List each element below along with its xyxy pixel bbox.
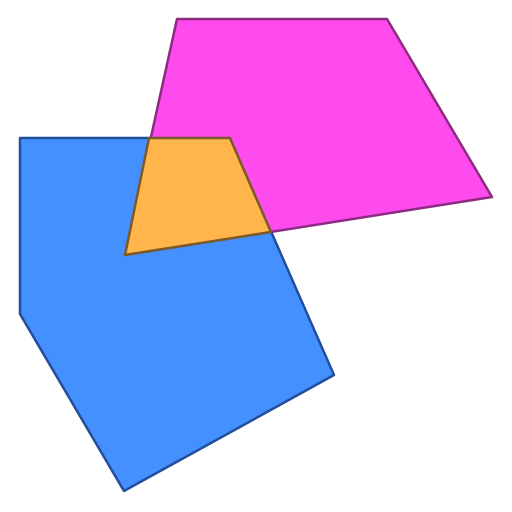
overlap-region [123,136,273,257]
